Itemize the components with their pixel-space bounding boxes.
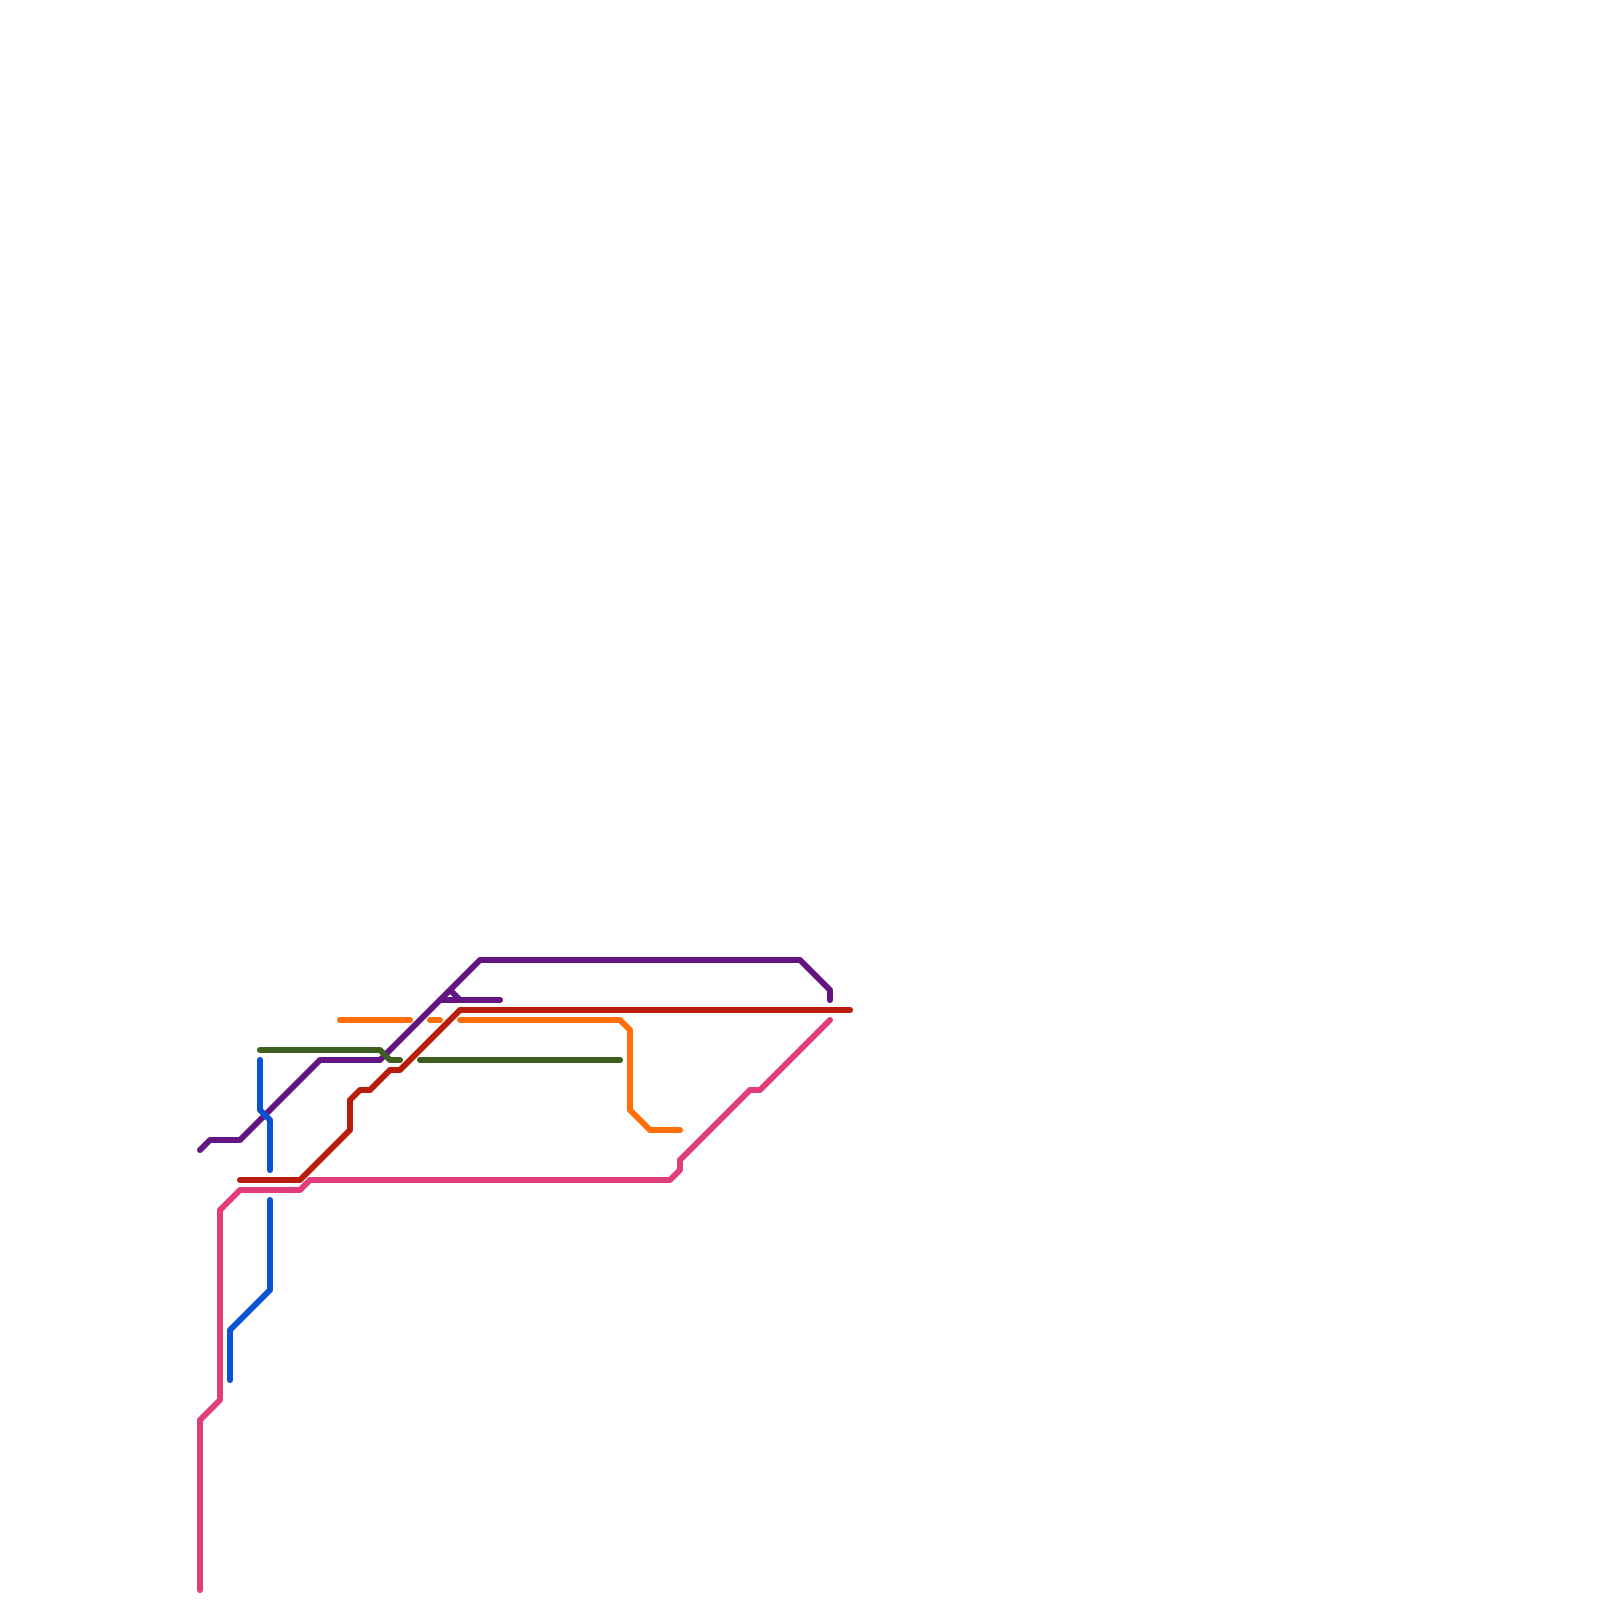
route-pink-main <box>197 1017 833 1593</box>
route-blue-south <box>227 1197 273 1383</box>
route-purple <box>197 957 833 1153</box>
route-blue-north <box>257 1057 273 1173</box>
route-blue <box>227 1057 273 1383</box>
route-orange <box>337 1017 683 1133</box>
route-green <box>257 1047 623 1063</box>
route-red-main <box>237 1007 853 1183</box>
route-green-west <box>257 1047 403 1063</box>
route-purple-spur <box>447 987 463 1003</box>
route-pink <box>197 1017 833 1593</box>
route-red <box>237 1007 853 1183</box>
route-orange-main <box>457 1017 683 1133</box>
route-purple-main <box>197 957 833 1153</box>
